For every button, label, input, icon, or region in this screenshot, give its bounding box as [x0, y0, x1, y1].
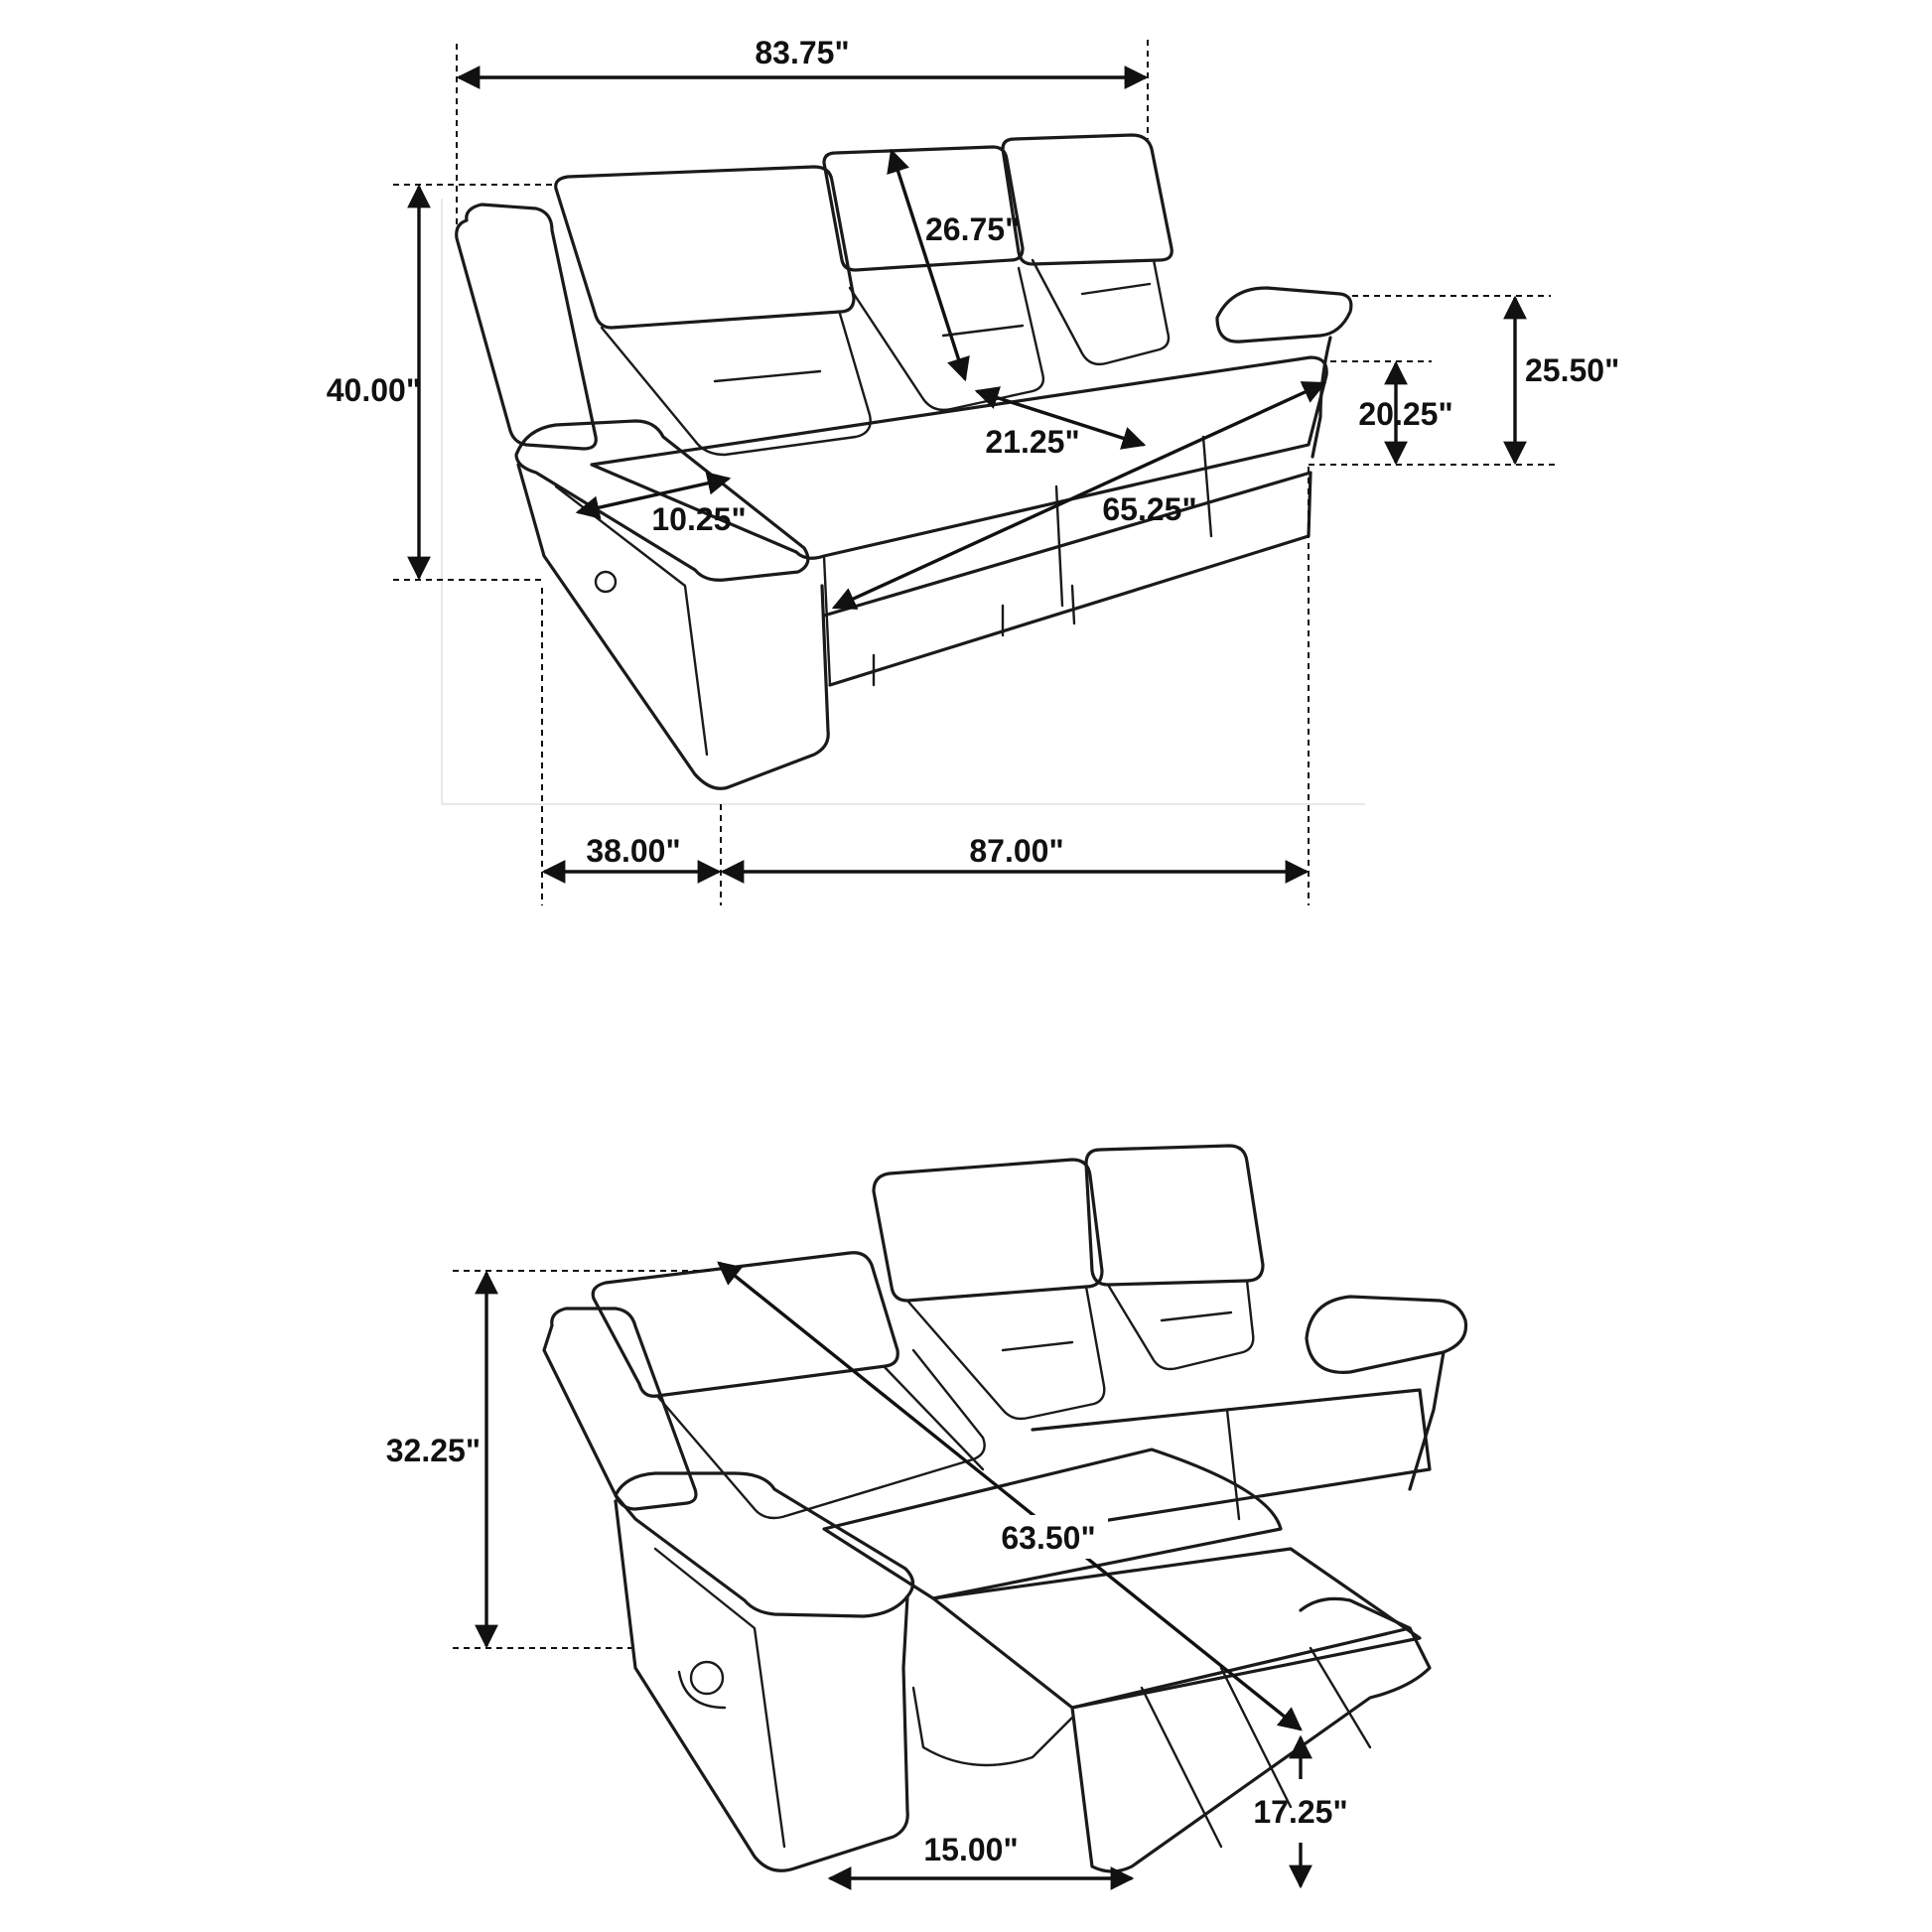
seat-width-label: 65.25"	[1102, 491, 1196, 527]
back-height-arrow	[887, 148, 970, 382]
arm-width-arrow	[575, 472, 732, 519]
seat-depth-label: 21.25"	[985, 424, 1079, 460]
upright-sofa-drawing	[441, 133, 1365, 805]
arm-width-label: 10.25"	[651, 501, 746, 537]
bottom-dimensions: 32.25" 63.50" 17.25" 15.00"	[386, 1261, 1348, 1890]
reclined-depth-label: 63.50"	[1001, 1520, 1095, 1556]
footrest-height-label: 17.25"	[1253, 1794, 1347, 1830]
seat-height-label: 20.25"	[1358, 396, 1452, 432]
footrest-length-label: 15.00"	[923, 1832, 1018, 1867]
seat-width-arrow	[831, 381, 1327, 610]
back-height-label: 26.75"	[925, 211, 1020, 247]
arm-height-label: 25.50"	[1525, 352, 1619, 388]
reclined-depth-label-bg	[989, 1515, 1108, 1559]
reclined-depth-arrow	[717, 1261, 1303, 1731]
top-dimensions: 83.75" 40.00" 26.75" 25.50" 20.25" 21.25…	[327, 35, 1619, 905]
overall-height-label: 40.00"	[327, 372, 421, 408]
overall-depth-label: 38.00"	[586, 833, 680, 869]
reclined-height-label: 32.25"	[386, 1433, 481, 1468]
overall-width-label: 83.75"	[755, 35, 849, 70]
length-label: 87.00"	[969, 833, 1063, 869]
reclined-sofa-drawing	[542, 1144, 1468, 1873]
